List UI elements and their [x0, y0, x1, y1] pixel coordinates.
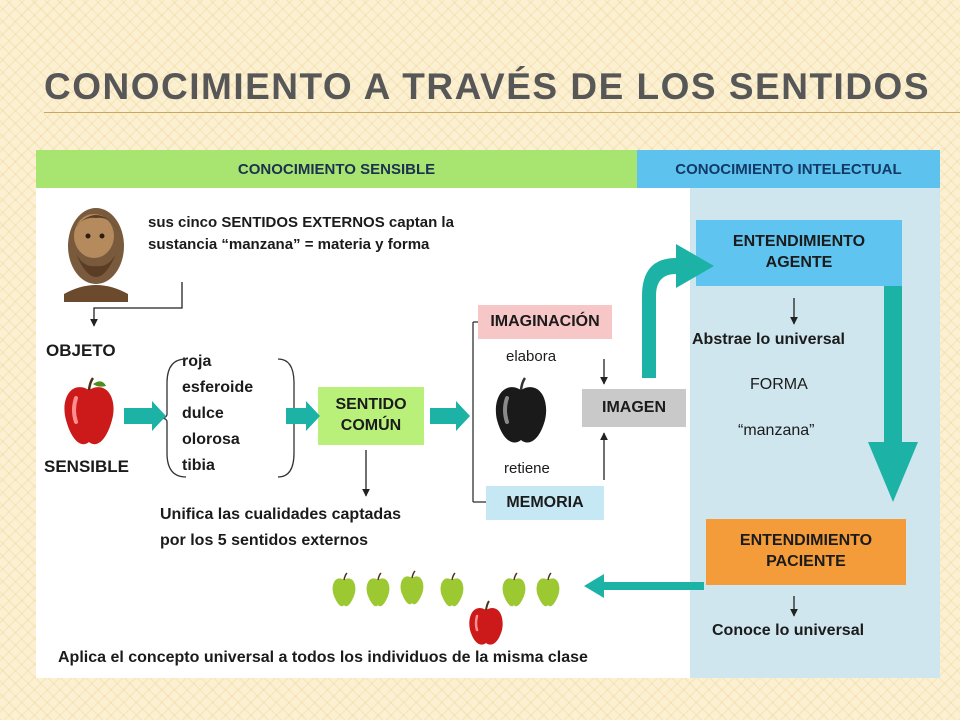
imaginacion-box: IMAGINACIÓN	[478, 305, 612, 339]
green-apples-group	[332, 570, 560, 607]
sentido-comun-line1: SENTIDO	[335, 396, 407, 414]
quality-item: roja	[182, 353, 212, 370]
conoce-text: Conoce lo universal	[712, 622, 865, 639]
forma-text: FORMA	[750, 376, 808, 393]
small-red-apple-icon	[469, 600, 503, 645]
unifica-line2: por los 5 sentidos externos	[160, 532, 369, 549]
diagram: CONOCIMIENTO SENSIBLE CONOCIMIENTO INTEL…	[36, 150, 940, 678]
entendimiento-agente-box: ENTENDIMIENTO AGENTE	[696, 220, 902, 286]
agente-line1: ENTENDIMIENTO	[732, 233, 866, 251]
intro-line2: sustancia “manzana” = materia y forma	[148, 236, 430, 253]
sentido-comun-box: SENTIDO COMÚN	[318, 387, 424, 445]
green-apple-icon	[400, 570, 424, 605]
quality-item: tibia	[182, 457, 215, 474]
sensible-label: SENSIBLE	[44, 457, 130, 476]
green-apple-icon	[366, 572, 390, 607]
green-apple-icon	[502, 572, 526, 607]
intro-post: captan la	[384, 214, 454, 231]
unifica-text: Unifica las cualidades captadas por los …	[160, 502, 401, 554]
aplica-text: Aplica el concepto universal a todos los…	[58, 649, 588, 666]
qualities-list: roja esferoide dulce olorosa tibia	[182, 349, 253, 479]
green-apple-icon	[440, 572, 464, 607]
paciente-line1: ENTENDIMIENTO	[739, 532, 873, 550]
objeto-label: OBJETO	[46, 341, 116, 360]
slide-title: Conocimiento a través de los sentidos	[44, 66, 931, 107]
red-apple-icon	[64, 377, 114, 445]
intro-pre: sus cinco	[148, 214, 222, 231]
band-conocimiento-intelectual: CONOCIMIENTO INTELECTUAL	[637, 150, 940, 188]
elabora-label: elabora	[506, 348, 557, 365]
manzana-text: “manzana”	[738, 422, 815, 439]
paciente-line2: PACIENTE	[766, 553, 846, 570]
green-apple-icon	[332, 572, 356, 607]
quality-item: dulce	[182, 405, 224, 422]
memoria-box: MEMORIA	[486, 486, 604, 520]
quality-item: esferoide	[182, 379, 254, 396]
intro-bold: SENTIDOS EXTERNOS	[221, 214, 385, 231]
green-apple-icon	[536, 572, 560, 607]
philosopher-bust-icon	[64, 208, 128, 302]
unifica-line1: Unifica las cualidades captadas	[160, 506, 401, 523]
intro-text: sus cinco SENTIDOS EXTERNOS captan la su…	[148, 212, 454, 256]
quality-item: olorosa	[182, 431, 240, 448]
dark-apple-icon	[495, 377, 547, 443]
retiene-label: retiene	[504, 460, 550, 477]
diagram-connectors	[90, 244, 918, 617]
agente-line2: AGENTE	[765, 254, 833, 271]
entendimiento-paciente-box: ENTENDIMIENTO PACIENTE	[706, 519, 906, 585]
sentido-comun-line2: COMÚN	[340, 417, 402, 434]
title-divider	[44, 112, 960, 113]
imagen-box: IMAGEN	[582, 389, 686, 427]
band-conocimiento-sensible: CONOCIMIENTO SENSIBLE	[36, 150, 637, 188]
abstrae-text: Abstrae lo universal	[692, 331, 845, 348]
